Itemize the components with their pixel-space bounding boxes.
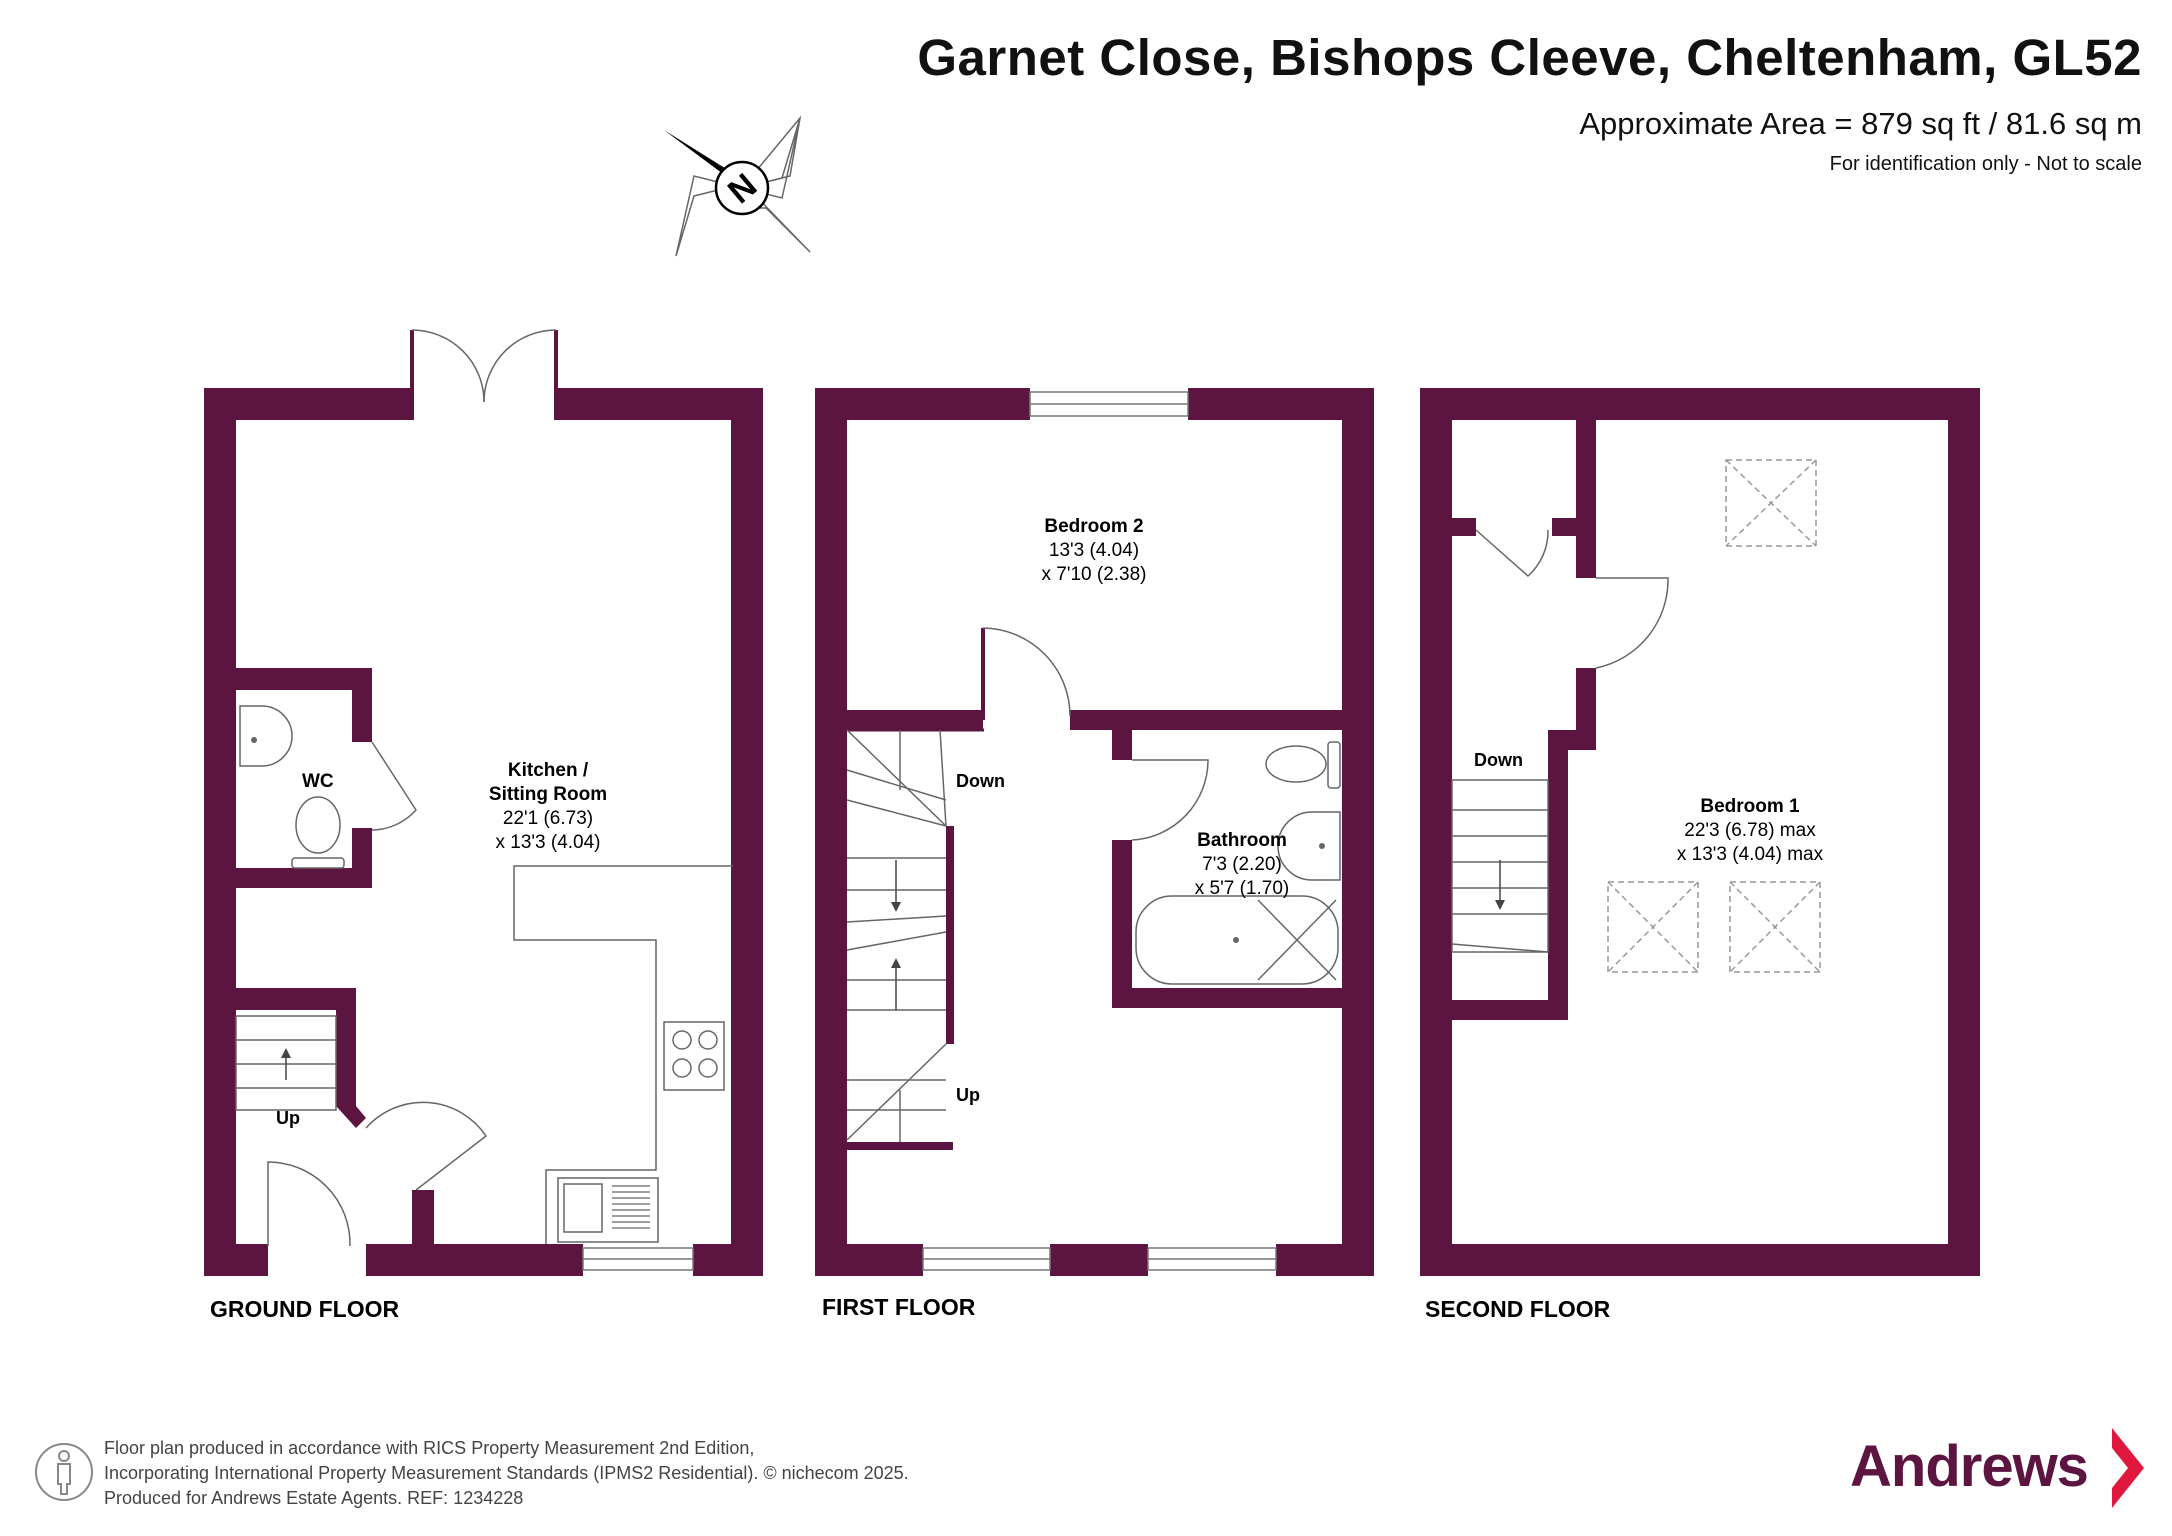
basin-icon bbox=[239, 705, 293, 767]
wall bbox=[1948, 388, 1980, 1276]
toilet-icon bbox=[295, 796, 341, 854]
footer-line-2: Incorporating International Property Mea… bbox=[104, 1463, 909, 1483]
wall bbox=[236, 868, 372, 888]
kitchen-dimension-1: 22'1 (6.73) bbox=[503, 808, 593, 829]
wall bbox=[1070, 710, 1342, 730]
wall bbox=[1576, 668, 1596, 750]
brand-chevron-icon bbox=[2112, 1428, 2144, 1508]
kitchen-label-2: Sitting Room bbox=[489, 784, 607, 805]
hob-icon bbox=[663, 1021, 725, 1091]
wall bbox=[352, 828, 372, 888]
compass-rose-icon: N bbox=[664, 115, 811, 257]
bedroom-2-dimension-1: 13'3 (4.04) bbox=[1049, 540, 1139, 561]
bedroom-2-label: Bedroom 2 bbox=[1044, 516, 1143, 537]
wall bbox=[946, 826, 954, 1044]
wall bbox=[815, 388, 1030, 420]
footer-line-3: Produced for Andrews Estate Agents. REF:… bbox=[104, 1488, 524, 1508]
stairs-down-label: Down bbox=[956, 771, 1005, 791]
wc-label: WC bbox=[302, 771, 334, 792]
kitchen-counter bbox=[513, 865, 733, 1244]
property-title: Garnet Close, Bishops Cleeve, Cheltenham… bbox=[917, 29, 2142, 86]
wall bbox=[1050, 1244, 1148, 1276]
staircase bbox=[235, 1015, 337, 1111]
wall bbox=[693, 1244, 763, 1276]
wall bbox=[1112, 988, 1342, 1008]
skylight-icon bbox=[1729, 881, 1821, 973]
stairs-down-label: Down bbox=[1474, 750, 1523, 770]
wall bbox=[1342, 388, 1374, 1276]
kitchen-dimension-2: x 13'3 (4.04) bbox=[495, 832, 600, 853]
person-scale-icon bbox=[35, 1443, 93, 1501]
wall bbox=[815, 388, 847, 1276]
brand-logo: Andrews bbox=[1850, 1424, 2150, 1519]
disclaimer: For identification only - Not to scale bbox=[1829, 153, 2142, 175]
wall bbox=[412, 1190, 434, 1246]
wall bbox=[204, 388, 412, 420]
stairs-up-label: Up bbox=[276, 1108, 300, 1128]
wall bbox=[1548, 730, 1568, 1000]
footer-line-1: Floor plan produced in accordance with R… bbox=[104, 1438, 755, 1458]
bathroom-label: Bathroom bbox=[1197, 830, 1287, 851]
basin-icon bbox=[1277, 811, 1341, 881]
footer-notes: Floor plan produced in accordance with R… bbox=[104, 1436, 909, 1511]
wall bbox=[1112, 730, 1132, 760]
wall bbox=[1452, 1000, 1568, 1020]
wall bbox=[1420, 388, 1452, 1276]
wall bbox=[236, 668, 372, 690]
first-floor-label: FIRST FLOOR bbox=[822, 1294, 976, 1320]
staircase bbox=[846, 729, 947, 1142]
bedroom-1-label: Bedroom 1 bbox=[1700, 796, 1800, 817]
ground-floor-plan: Up WC Kitchen / Sitting Roo bbox=[204, 329, 763, 1322]
bedroom-2-dimension-2: x 7'10 (2.38) bbox=[1041, 564, 1146, 585]
wall bbox=[352, 668, 372, 742]
bathroom-dimension-2: x 5'7 (1.70) bbox=[1195, 878, 1289, 899]
wall bbox=[336, 988, 356, 1106]
bathroom-dimension-1: 7'3 (2.20) bbox=[1202, 854, 1282, 875]
wall bbox=[1420, 388, 1980, 420]
bedroom-1-dimension-2: x 13'3 (4.04) max bbox=[1677, 844, 1824, 865]
wall bbox=[845, 1142, 953, 1150]
french-door-swing bbox=[411, 329, 485, 403]
wall bbox=[366, 1244, 583, 1276]
wall bbox=[556, 388, 763, 420]
approximate-area: Approximate Area = 879 sq ft / 81.6 sq m bbox=[1579, 106, 2142, 141]
wall bbox=[1276, 1244, 1374, 1276]
wall bbox=[1576, 420, 1596, 578]
wall bbox=[1552, 518, 1576, 536]
first-floor-plan: Down Up Bedroom 2 13'3 (4.04) x 7'10 (2.… bbox=[815, 388, 1374, 1320]
wall bbox=[847, 710, 983, 730]
stairs-up-label: Up bbox=[956, 1085, 980, 1105]
second-floor-plan: Down Bedroom 1 22'3 (6.78) max x 13'3 (4… bbox=[1420, 388, 1980, 1322]
wall bbox=[815, 1244, 923, 1276]
wall bbox=[204, 388, 236, 1276]
toilet-icon bbox=[1265, 745, 1327, 783]
wall bbox=[731, 388, 763, 1276]
second-floor-label: SECOND FLOOR bbox=[1425, 1296, 1611, 1322]
wall bbox=[1452, 518, 1476, 536]
kitchen-label: Kitchen / bbox=[508, 760, 589, 781]
wall bbox=[204, 1244, 268, 1276]
ground-floor-label: GROUND FLOOR bbox=[210, 1296, 399, 1322]
wall bbox=[236, 988, 356, 1010]
wall bbox=[1112, 840, 1132, 1008]
skylight-icon bbox=[1607, 881, 1699, 973]
skylight-icon bbox=[1725, 459, 1817, 547]
wall bbox=[1420, 1244, 1980, 1276]
bedroom-1-dimension-1: 22'3 (6.78) max bbox=[1684, 820, 1816, 841]
brand-name: Andrews bbox=[1850, 1434, 2088, 1499]
